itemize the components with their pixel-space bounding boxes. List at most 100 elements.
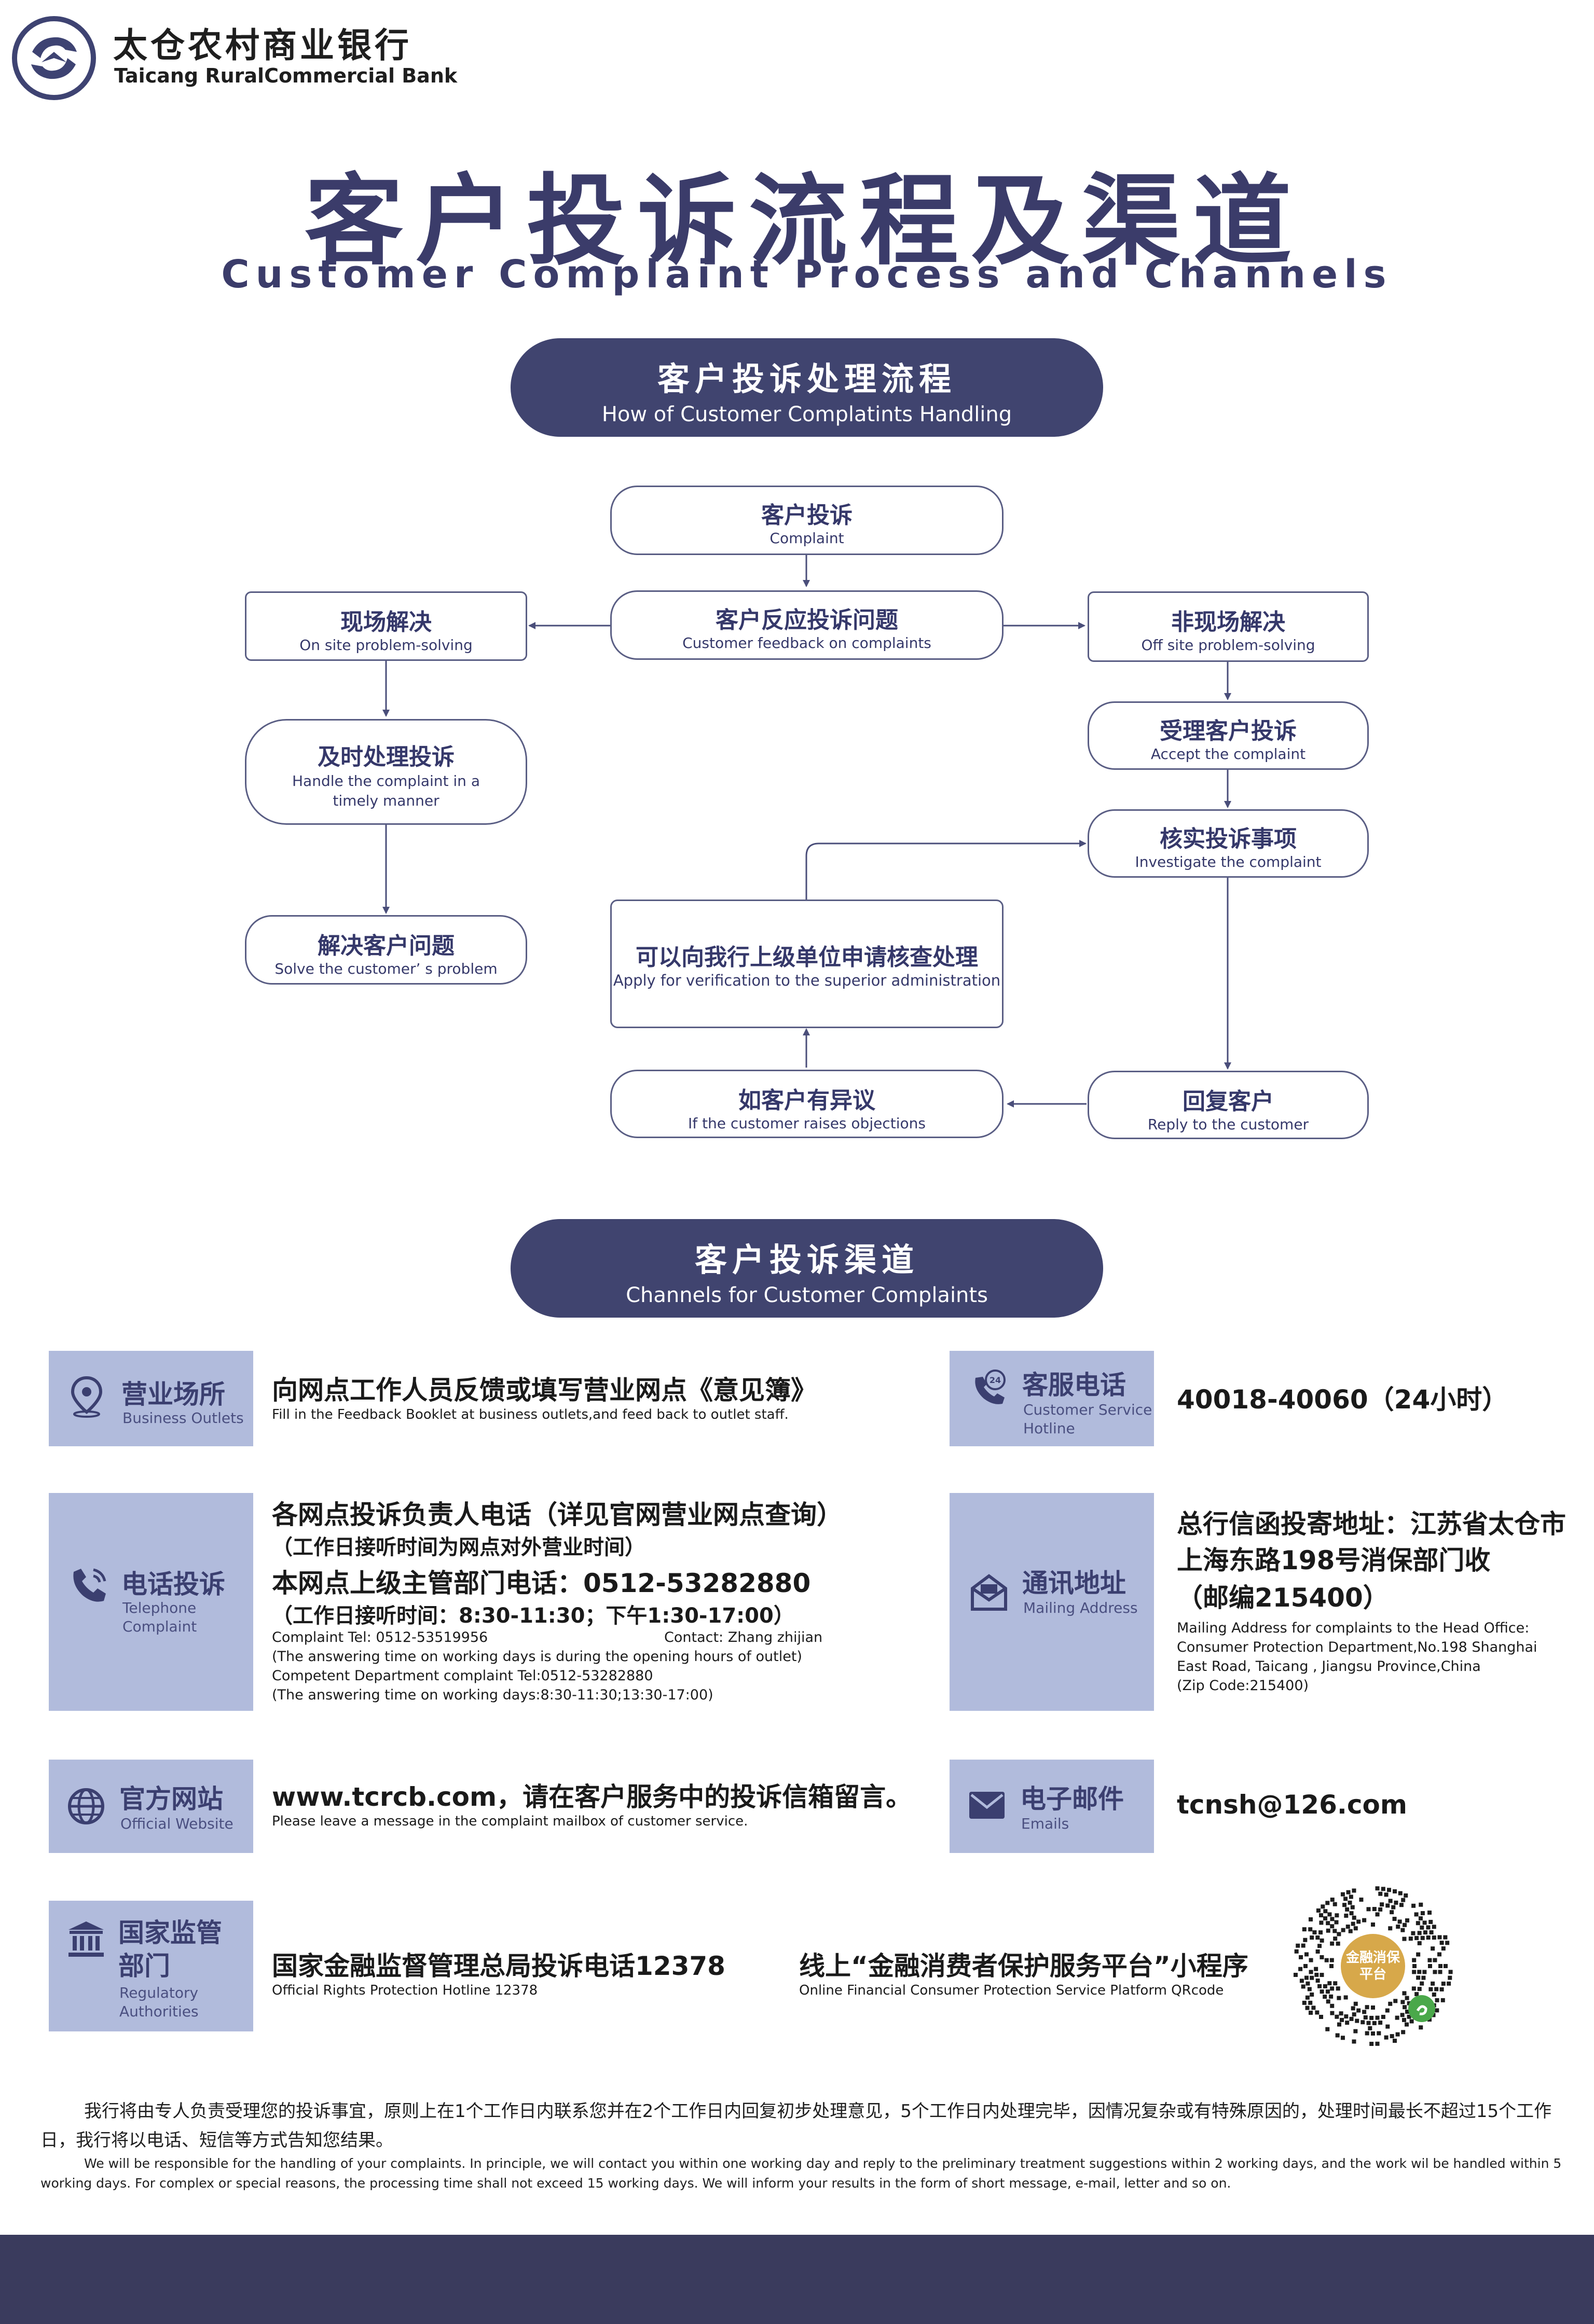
mailing-line-3: （邮编215400） <box>1177 1583 1389 1613</box>
channel-label-outlets-en: Business Outlets <box>122 1409 244 1427</box>
process-section-header: 客户投诉处理流程 How of Customer Complatints Han… <box>511 338 1103 437</box>
bank-name: 太仓农村商业银行 <box>113 25 412 65</box>
channel-label-hotline-en-2: Hotline <box>1023 1420 1075 1437</box>
telephone-en-2: (The answering time on working days is d… <box>272 1649 802 1665</box>
flow-node-verify: 可以向我行上级单位申请核查处理 Apply for verification t… <box>610 900 1004 1028</box>
channels-section-subtitle: Channels for Customer Complaints <box>626 1283 988 1307</box>
channel-label-outlets: 营业场所 Business Outlets <box>49 1351 253 1446</box>
flow-node-onsite: 现场解决 On site problem-solving <box>245 591 527 661</box>
channel-label-telephone-en-1: Telephone <box>122 1599 197 1616</box>
channel-label-website-zh: 官方网站 <box>119 1784 223 1814</box>
telephone-line-1: 各网点投诉负责人电话（详见官网营业网点查询） <box>272 1500 843 1530</box>
page-subtitle: Customer Complaint Process and Channels <box>221 252 1393 297</box>
channel-label-hotline-en-1: Customer Service <box>1023 1401 1152 1418</box>
flow-node-reply-zh: 回复客户 <box>1183 1088 1274 1115</box>
flow-node-complaint-zh: 客户投诉 <box>761 502 853 529</box>
flow-node-objection-zh: 如客户有异议 <box>738 1087 875 1114</box>
bank-name-en: Taicang RuralCommercial Bank <box>114 64 458 87</box>
channel-label-hotline-zh: 客服电话 <box>1022 1370 1126 1400</box>
flow-node-reply: 回复客户 Reply to the customer <box>1088 1071 1369 1139</box>
flow-node-onsite-zh: 现场解决 <box>340 609 432 635</box>
channel-label-regulatory-en-1: Regulatory <box>119 1984 199 2001</box>
hotline-24-icon-text: 24 <box>990 1375 1001 1385</box>
telephone-line-4: （工作日接听时间：8:30-11:30；下午1:30-17:00） <box>272 1604 794 1628</box>
channel-label-mailing: 通讯地址 Mailing Address <box>950 1493 1154 1711</box>
flow-node-investigate: 核实投诉事项 Investigate the complaint <box>1088 809 1369 878</box>
flow-node-complaint-en: Complaint <box>769 530 844 547</box>
mailing-en-4: (Zip Code:215400) <box>1177 1678 1309 1694</box>
platform-text-zh: 线上“金融消费者保护服务平台”小程序 <box>799 1951 1248 1981</box>
flow-node-complaint: 客户投诉 Complaint <box>610 486 1004 555</box>
flow-node-feedback-zh: 客户反应投诉问题 <box>716 607 898 633</box>
channel-label-regulatory-en-2: Authorities <box>119 2003 199 2020</box>
flow-node-investigate-en: Investigate the complaint <box>1135 853 1322 870</box>
channels-section-header: 客户投诉渠道 Channels for Customer Complaints <box>511 1219 1103 1318</box>
telephone-line-3: 本网点上级主管部门电话：0512-53282880 <box>272 1568 811 1598</box>
flow-node-accept-en: Accept the complaint <box>1150 745 1306 763</box>
telephone-line-2: （工作日接听时间为网点对外营业时间） <box>272 1536 645 1559</box>
email-icon <box>969 1792 1005 1819</box>
flow-node-accept-zh: 受理客户投诉 <box>1160 718 1297 744</box>
channel-label-outlets-zh: 营业场所 <box>121 1379 225 1409</box>
handling-notice-zh: 我行将由专人负责受理您的投诉事宜，原则上在1个工作日内联系您并在2个工作日内回复… <box>40 2101 1552 2151</box>
website-text-en: Please leave a message in the complaint … <box>272 1814 748 1829</box>
telephone-en-4: (The answering time on working days:8:30… <box>272 1687 713 1703</box>
flow-node-offsite-en: Off site problem-solving <box>1141 637 1315 654</box>
mailing-en-1: Mailing Address for complaints to the He… <box>1177 1620 1530 1636</box>
telephone-en-3: Competent Department complaint Tel:0512-… <box>272 1668 653 1684</box>
channel-label-telephone-zh: 电话投诉 <box>121 1569 225 1599</box>
flow-node-feedback: 客户反应投诉问题 Customer feedback on complaints <box>610 590 1004 660</box>
channel-label-email-zh: 电子邮件 <box>1020 1784 1124 1814</box>
telephone-en-1b: Contact: Zhang zhijian <box>664 1629 823 1645</box>
government-building-icon <box>68 1921 104 1957</box>
qr-center-label-2: 平台 <box>1359 1966 1386 1982</box>
qr-center-label-1: 金融消保 <box>1345 1949 1400 1966</box>
page-title: 客户投诉流程及渠道 <box>304 164 1304 279</box>
channel-label-regulatory-zh-1: 国家监管 <box>118 1918 222 1948</box>
channel-label-mailing-en: Mailing Address <box>1023 1599 1138 1616</box>
channel-label-email-en: Emails <box>1021 1815 1069 1832</box>
flow-node-verify-zh: 可以向我行上级单位申请核查处理 <box>636 944 978 971</box>
channel-label-regulatory: 国家监管 部门 Regulatory Authorities <box>49 1901 253 2031</box>
phone-24h-icon: 24 <box>975 1370 1006 1404</box>
flow-node-accept: 受理客户投诉 Accept the complaint <box>1088 701 1369 770</box>
flow-node-objection: 如客户有异议 If the customer raises objections <box>610 1070 1004 1138</box>
flow-connectors <box>382 555 1231 1108</box>
regulatory-hotline-en: Official Rights Protection Hotline 12378 <box>272 1983 538 1998</box>
flow-node-timely-zh: 及时处理投诉 <box>318 744 455 770</box>
footer-band <box>0 2235 1594 2324</box>
channel-label-telephone-en-2: Complaint <box>122 1618 197 1635</box>
flow-node-onsite-en: On site problem-solving <box>299 637 473 654</box>
channel-label-hotline: 24 客服电话 Customer Service Hotline <box>950 1351 1154 1446</box>
outlets-text-en: Fill in the Feedback Booklet at business… <box>272 1407 789 1422</box>
mailing-line-2: 上海东路198号消保部门收 <box>1177 1545 1491 1575</box>
telephone-en-1a: Complaint Tel: 0512-53519956 <box>272 1629 488 1645</box>
channel-label-website-en: Official Website <box>120 1815 233 1832</box>
hotline-number: 40018-40060（24小时） <box>1177 1385 1508 1415</box>
flow-node-verify-en: Apply for verification to the superior a… <box>613 972 1001 989</box>
channel-label-telephone: 电话投诉 Telephone Complaint <box>49 1493 253 1711</box>
phone-call-icon <box>73 1568 106 1602</box>
flow-node-offsite-zh: 非现场解决 <box>1171 609 1285 635</box>
process-section-title: 客户投诉处理流程 <box>657 360 956 398</box>
mailing-en-2: Consumer Protection Department,No.198 Sh… <box>1177 1639 1537 1655</box>
channel-label-website: 官方网站 Official Website <box>49 1760 253 1853</box>
flow-node-investigate-zh: 核实投诉事项 <box>1160 826 1297 852</box>
mini-program-qr-code: 金融消保 平台 <box>1293 1886 1453 2046</box>
flow-node-feedback-en: Customer feedback on complaints <box>682 634 931 652</box>
handling-notice-en: We will be responsible for the handling … <box>40 2156 1562 2191</box>
flow-node-solve-en: Solve the customer’ s problem <box>274 960 498 977</box>
outlets-text-zh: 向网点工作人员反馈或填写营业网点《意见簿》 <box>272 1375 817 1405</box>
bank-logo-icon <box>12 16 96 100</box>
platform-text-en: Online Financial Consumer Protection Ser… <box>799 1983 1224 1998</box>
location-pin-icon <box>71 1376 103 1418</box>
regulatory-hotline-zh: 国家金融监督管理总局投诉电话12378 <box>272 1951 725 1981</box>
flow-node-offsite: 非现场解决 Off site problem-solving <box>1088 591 1369 662</box>
flow-node-objection-en: If the customer raises objections <box>688 1115 926 1132</box>
mailing-en-3: East Road, Taicang , Jiangsu Province,Ch… <box>1177 1658 1481 1675</box>
channel-label-mailing-zh: 通讯地址 <box>1022 1568 1126 1598</box>
email-address: tcnsh@126.com <box>1177 1790 1407 1820</box>
globe-icon <box>68 1788 104 1824</box>
mail-envelope-icon <box>971 1574 1007 1611</box>
mailing-line-1: 总行信函投寄地址：江苏省太仓市 <box>1177 1509 1566 1539</box>
